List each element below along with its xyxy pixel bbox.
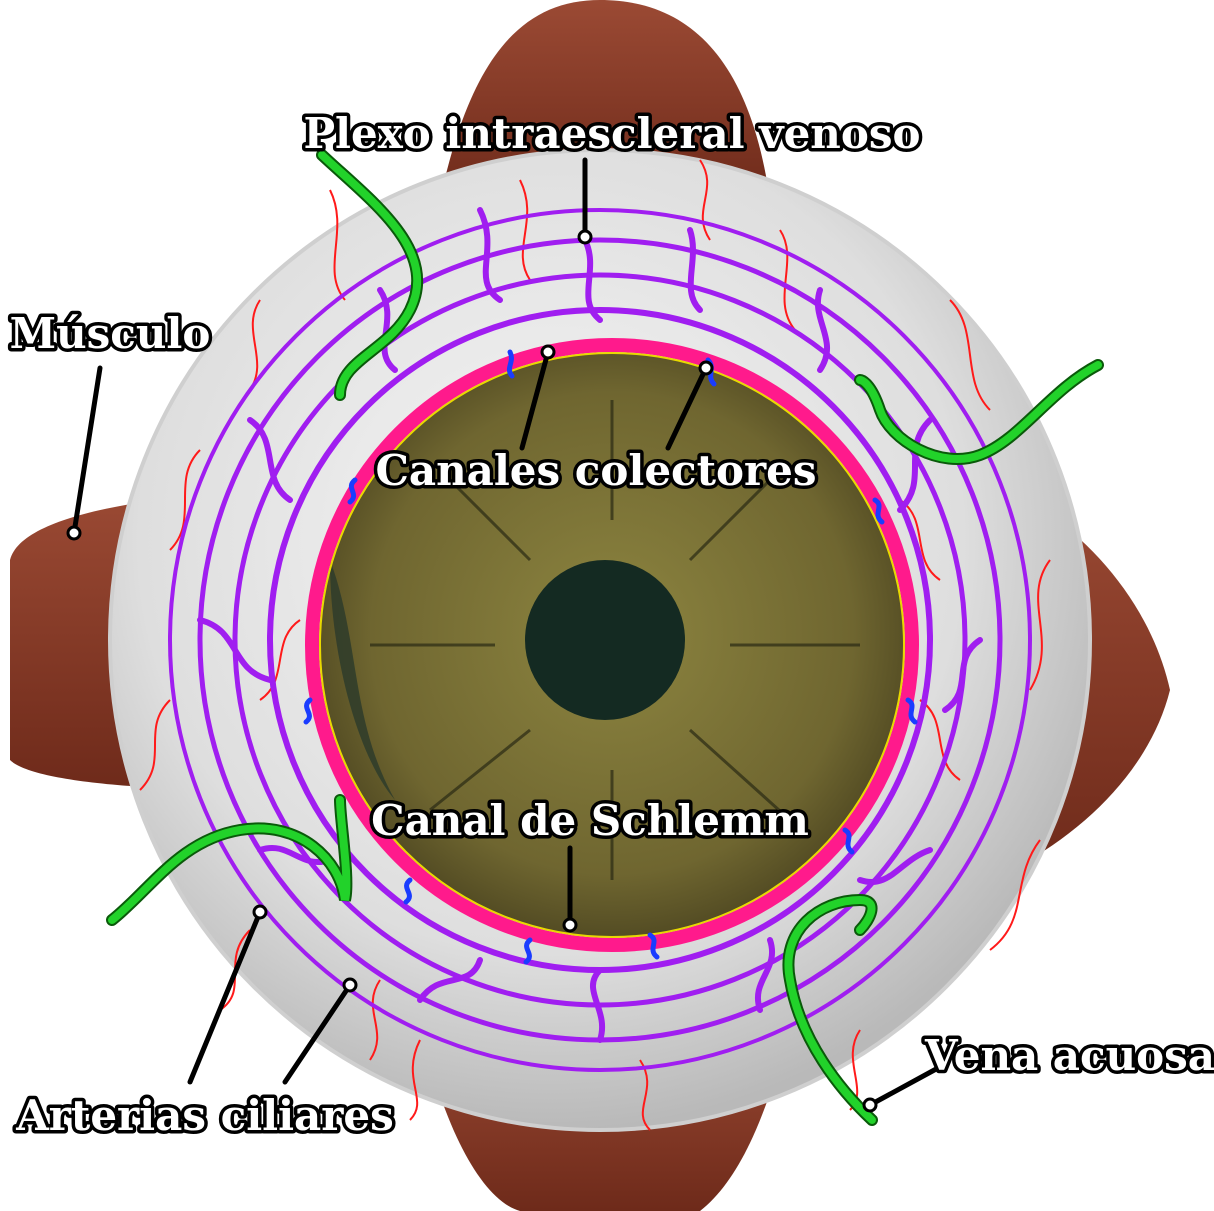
pointer-dot <box>564 919 576 931</box>
label-canales: Canales colectores <box>375 446 816 495</box>
label-arterias: Arterias ciliares <box>15 1091 394 1140</box>
pointer-dot <box>344 979 356 991</box>
pointer-dot <box>254 906 266 918</box>
pointer-dot <box>579 231 591 243</box>
pointer-dot <box>542 346 554 358</box>
pupil <box>525 560 685 720</box>
label-schlemm: Canal de Schlemm <box>371 796 809 845</box>
label-plexo: Plexo intraescleral venoso <box>303 109 920 158</box>
pointer-dot <box>864 1099 876 1111</box>
pointer-dot <box>68 527 80 539</box>
pointer-dot <box>700 362 712 374</box>
label-musculo: Músculo <box>10 309 211 358</box>
label-vena: Vena acuosa <box>924 1031 1214 1080</box>
